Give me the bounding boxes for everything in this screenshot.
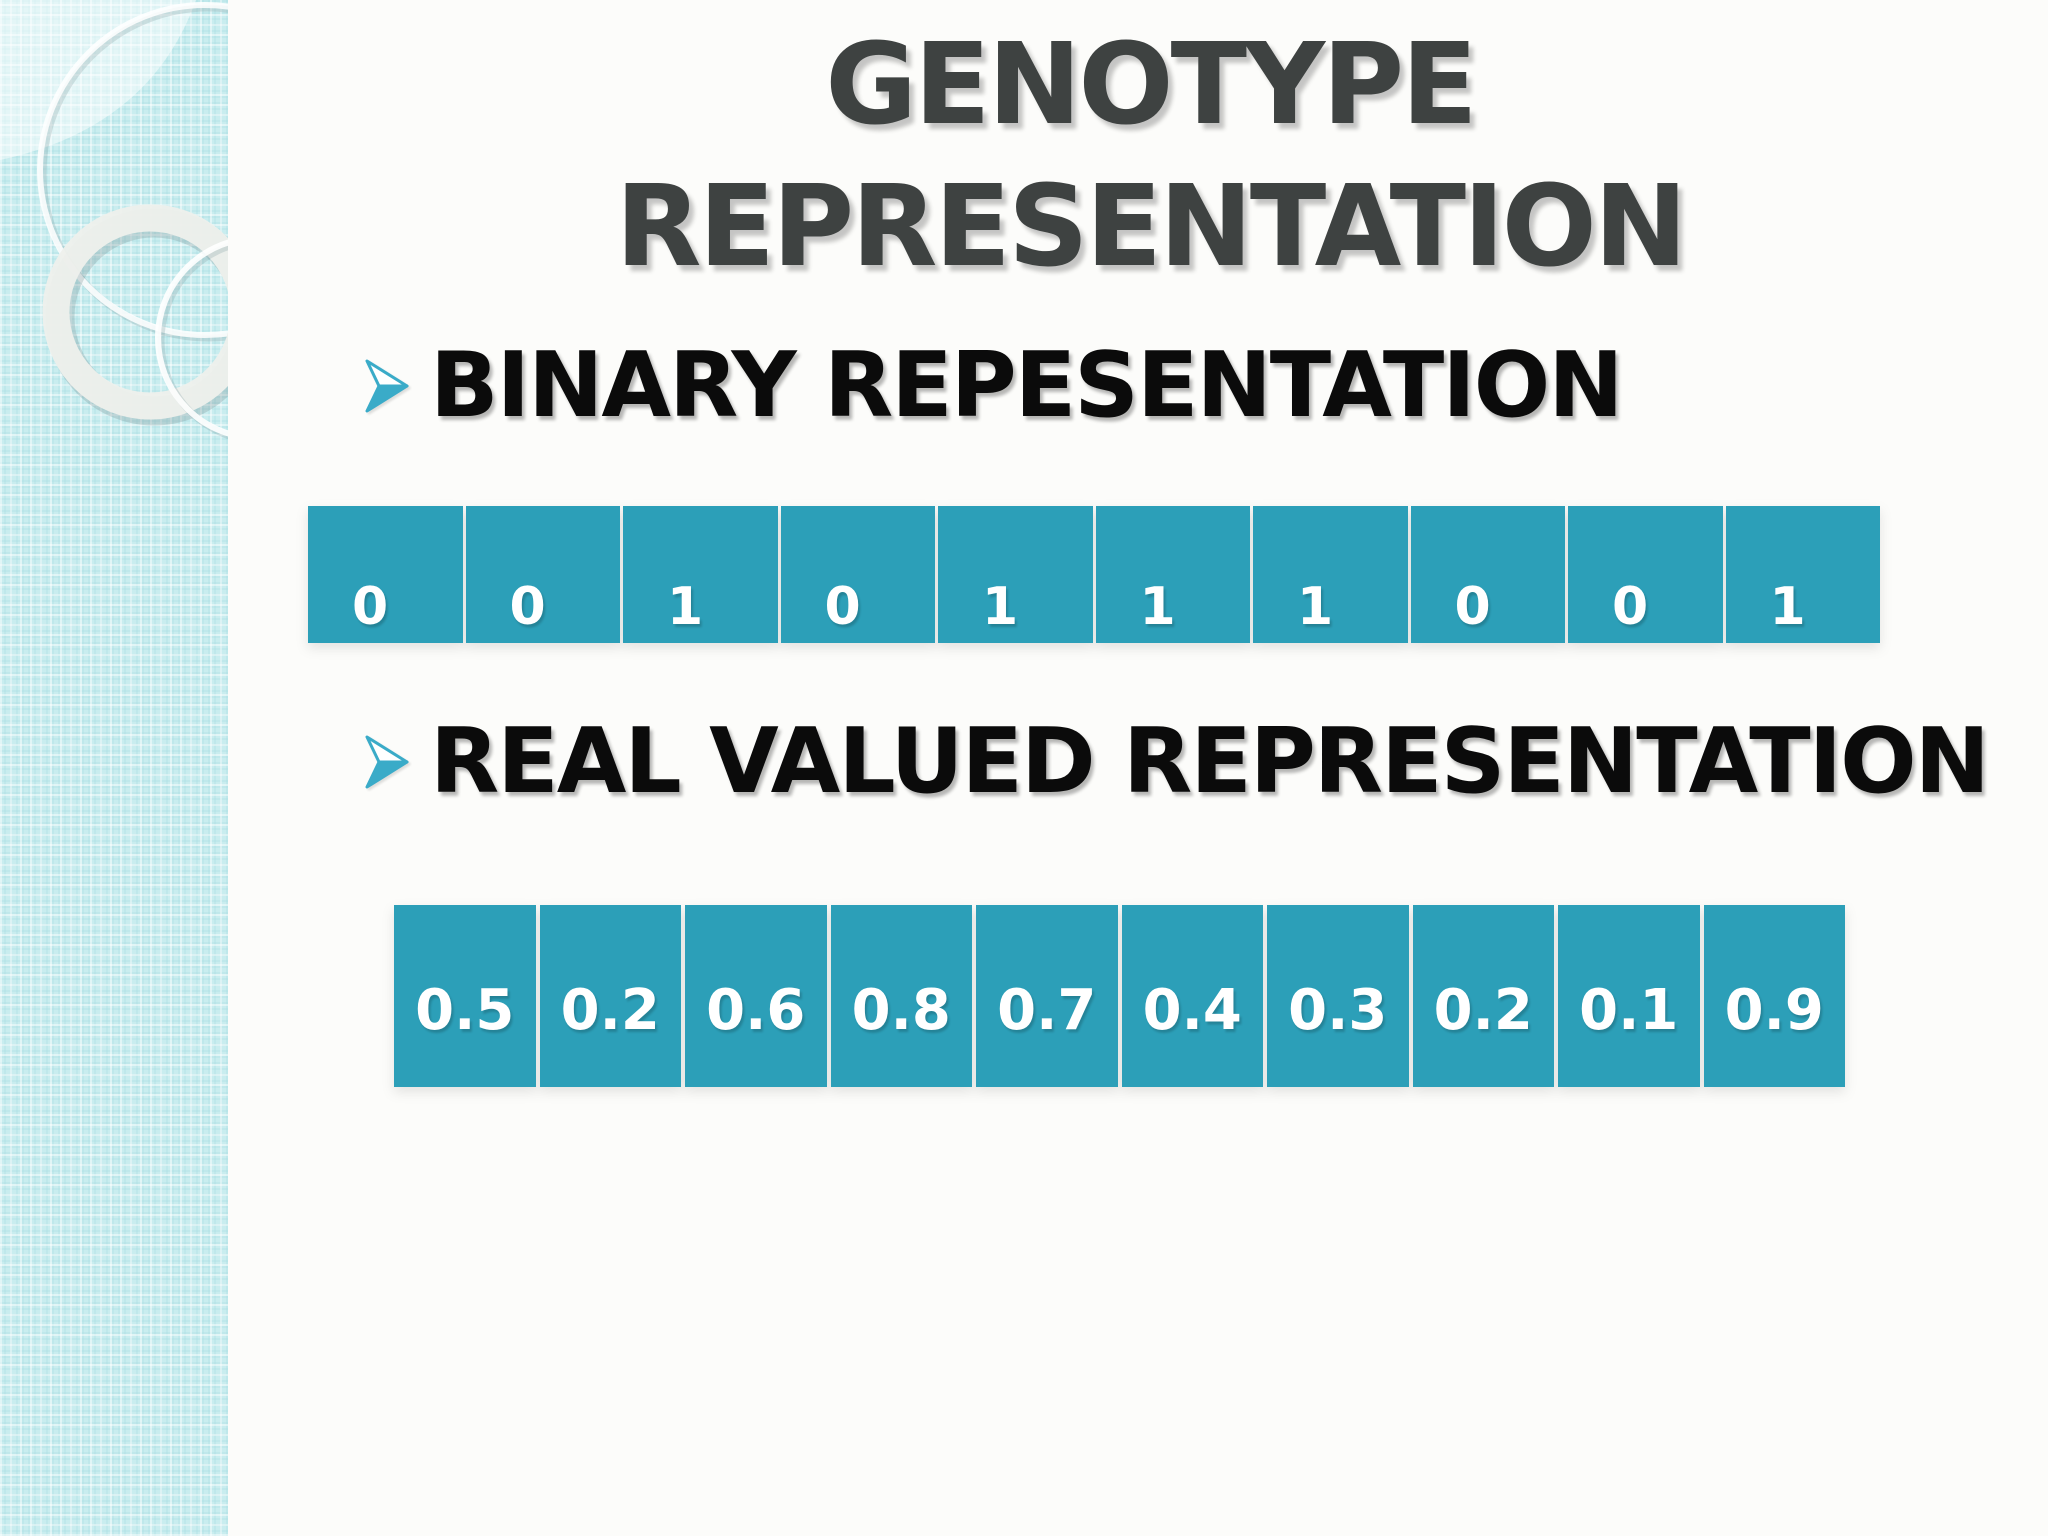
binary-cell: 0 bbox=[780, 506, 935, 643]
binary-cell-value: 1 bbox=[1769, 577, 1806, 637]
binary-cell: 0 bbox=[465, 506, 620, 643]
real-cell: 0.3 bbox=[1267, 905, 1409, 1087]
arrow-bullet-icon bbox=[365, 735, 409, 789]
binary-genotype-row: 0 0 1 0 1 1 1 0 0 1 bbox=[308, 506, 1880, 643]
title-line-1: GENOTYPE bbox=[825, 20, 1477, 150]
binary-cell-value: 1 bbox=[667, 577, 704, 637]
real-cell: 0.9 bbox=[1703, 905, 1845, 1087]
binary-cell-value: 0 bbox=[509, 577, 546, 637]
binary-cell: 1 bbox=[938, 506, 1093, 643]
real-cell-value: 0.1 bbox=[1579, 977, 1679, 1043]
thin-ring-lower bbox=[155, 239, 228, 437]
binary-cell-value: 1 bbox=[982, 577, 1019, 637]
real-cell-value: 0.5 bbox=[415, 977, 515, 1043]
binary-cell: 0 bbox=[1410, 506, 1565, 643]
binary-cell-value: 1 bbox=[1297, 577, 1334, 637]
real-cell-value: 0.2 bbox=[560, 977, 660, 1043]
real-cell: 0.2 bbox=[1412, 905, 1554, 1087]
bullet-binary: BINARY REPESENTATION bbox=[364, 333, 1624, 438]
binary-cell: 1 bbox=[623, 506, 778, 643]
bullet-binary-label: BINARY REPESENTATION bbox=[430, 333, 1624, 438]
thick-ring bbox=[42, 204, 228, 420]
binary-cell: 1 bbox=[1725, 506, 1880, 643]
sidebar-rings-graphic bbox=[0, 0, 228, 440]
real-cell-value: 0.9 bbox=[1724, 977, 1824, 1043]
real-cell: 0.8 bbox=[830, 905, 972, 1087]
real-cell-value: 0.4 bbox=[1142, 977, 1242, 1043]
title-line-2: REPRESENTATION bbox=[615, 162, 1687, 292]
real-cell-value: 0.2 bbox=[1433, 977, 1533, 1043]
binary-cell-value: 1 bbox=[1139, 577, 1176, 637]
binary-cell-value: 0 bbox=[824, 577, 861, 637]
real-cell: 0.1 bbox=[1558, 905, 1700, 1087]
real-cell-value: 0.7 bbox=[997, 977, 1097, 1043]
real-cell: 0.6 bbox=[685, 905, 827, 1087]
real-cell: 0.2 bbox=[539, 905, 681, 1087]
real-cell-value: 0.3 bbox=[1288, 977, 1388, 1043]
real-cell: 0.7 bbox=[976, 905, 1118, 1087]
binary-cell-value: 0 bbox=[1454, 577, 1491, 637]
corner-highlight-shape bbox=[0, 0, 196, 160]
binary-cell: 1 bbox=[1253, 506, 1408, 643]
bullet-real-valued-label: REAL VALUED REPRESENTATION bbox=[430, 709, 1990, 814]
bullet-real-valued: REAL VALUED REPRESENTATION bbox=[364, 709, 1990, 814]
binary-cell: 0 bbox=[308, 506, 463, 643]
thin-ring-top bbox=[37, 2, 228, 338]
real-cell: 0.4 bbox=[1121, 905, 1263, 1087]
real-valued-genotype-row: 0.5 0.2 0.6 0.8 0.7 0.4 0.3 0.2 0.1 0.9 bbox=[394, 905, 1845, 1087]
real-cell-value: 0.8 bbox=[851, 977, 951, 1043]
binary-cell-value: 0 bbox=[352, 577, 389, 637]
binary-cell-value: 0 bbox=[1612, 577, 1649, 637]
page-title: GENOTYPE REPRESENTATION bbox=[252, 14, 2048, 298]
real-cell: 0.5 bbox=[394, 905, 536, 1087]
sidebar-decoration bbox=[0, 0, 228, 1536]
real-cell-value: 0.6 bbox=[706, 977, 806, 1043]
binary-cell: 0 bbox=[1568, 506, 1723, 643]
binary-cell: 1 bbox=[1095, 506, 1250, 643]
arrow-bullet-icon bbox=[365, 359, 409, 413]
